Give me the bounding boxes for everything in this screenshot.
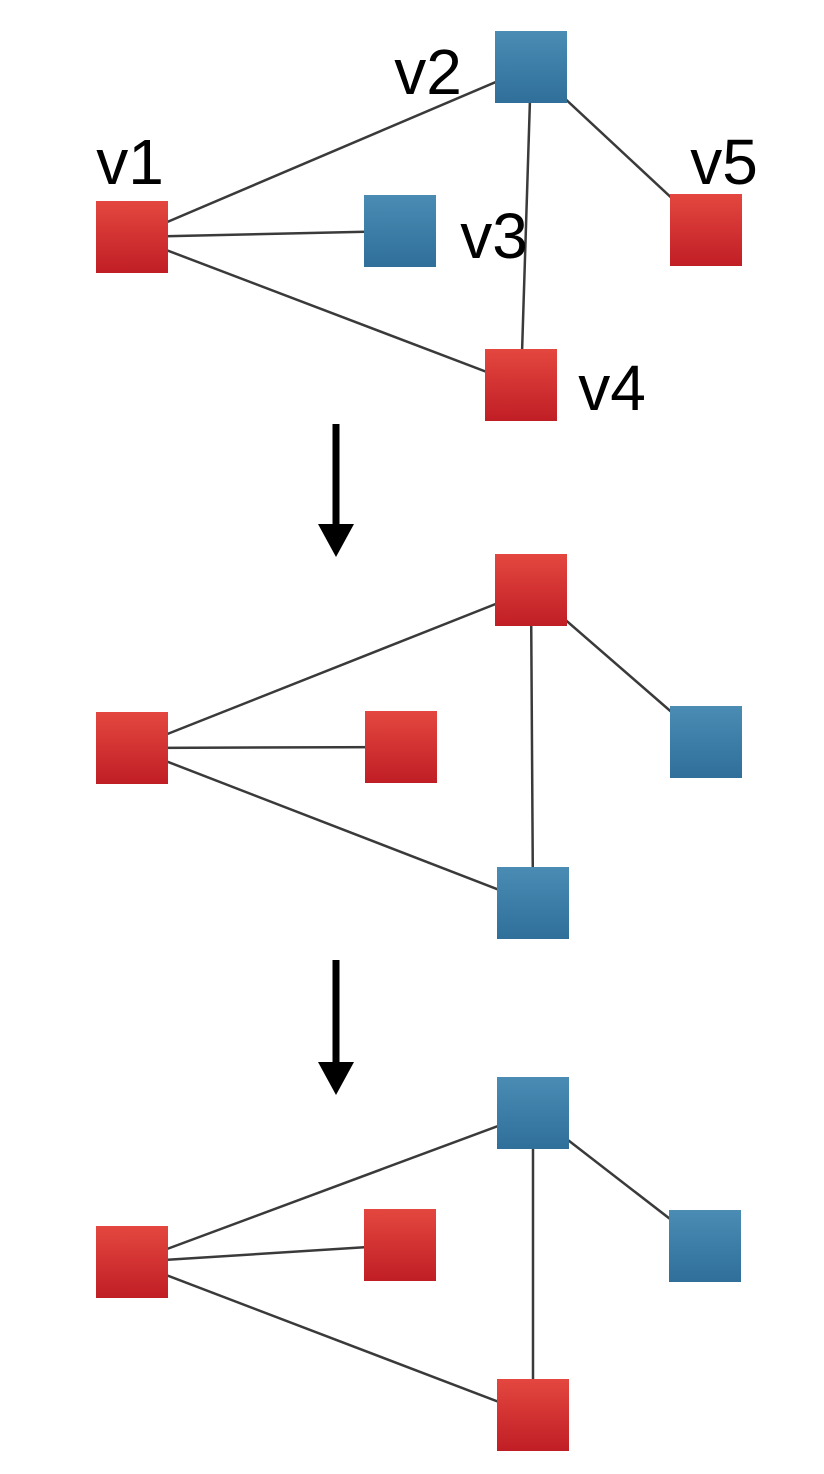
edge-v2-v4 bbox=[529, 589, 535, 904]
node-label-v1: v1 bbox=[96, 126, 164, 198]
node-v5-blue bbox=[669, 1210, 741, 1282]
edge-v1-v3 bbox=[131, 745, 402, 750]
node-v1-red bbox=[96, 1226, 168, 1298]
node-v4-blue bbox=[497, 867, 569, 939]
down-arrow-head bbox=[318, 1062, 354, 1095]
node-v4-red bbox=[485, 349, 557, 421]
node-v5-blue bbox=[670, 706, 742, 778]
edge-v1-v2 bbox=[131, 1111, 534, 1264]
node-label-v5: v5 bbox=[690, 126, 758, 198]
node-v2-blue bbox=[495, 31, 567, 103]
edge-v1-v3 bbox=[131, 229, 401, 239]
graph-step-3 bbox=[96, 1077, 741, 1451]
node-v1-red bbox=[96, 712, 168, 784]
node-v2-blue bbox=[497, 1077, 569, 1149]
down-arrow-2 bbox=[318, 960, 354, 1095]
node-v3-blue bbox=[364, 195, 436, 267]
graph-step-1: v1 v2 v3 v4 v5 bbox=[96, 31, 758, 424]
down-arrow-head bbox=[318, 524, 354, 557]
edge-v1-v4 bbox=[131, 746, 534, 905]
edge-v1-v2 bbox=[131, 588, 532, 750]
edge-v1-v4 bbox=[131, 1260, 534, 1417]
node-v4-red bbox=[497, 1379, 569, 1451]
node-v5-red bbox=[670, 194, 742, 266]
node-label-v4: v4 bbox=[578, 352, 646, 424]
node-v3-red bbox=[364, 1209, 436, 1281]
node-v3-red bbox=[365, 711, 437, 783]
edge-v1-v3 bbox=[131, 1243, 401, 1264]
edge-v1-v4 bbox=[131, 235, 522, 387]
node-label-v2: v2 bbox=[394, 36, 462, 108]
down-arrow-1 bbox=[318, 424, 354, 557]
graph-step-2 bbox=[96, 554, 742, 939]
node-v2-red bbox=[495, 554, 567, 626]
node-v1-red bbox=[96, 201, 168, 273]
edge-v2-v4 bbox=[519, 66, 533, 386]
node-label-v3: v3 bbox=[460, 200, 528, 272]
edge-v1-v2 bbox=[131, 65, 532, 239]
